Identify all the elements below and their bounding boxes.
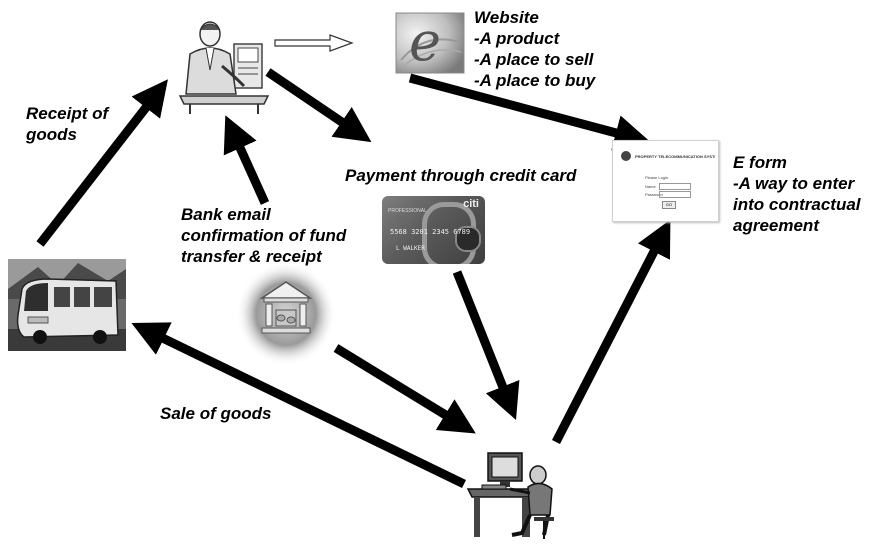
bank-email-line-1: Bank email bbox=[181, 205, 271, 224]
website-logo-letter: e bbox=[409, 10, 441, 73]
eform-heading: PROPERTY TELECOMMUNICATION SYSTEMS (PTS) bbox=[635, 154, 715, 159]
arrow-to-website bbox=[274, 34, 354, 52]
sale-of-goods-text: Sale of goods bbox=[160, 404, 272, 423]
arrow-bank-to-computer bbox=[333, 344, 476, 434]
eform-logo-icon bbox=[621, 151, 631, 161]
eform-line-2: into contractual bbox=[733, 195, 861, 214]
bank-email-line-3: transfer & receipt bbox=[181, 247, 322, 266]
eform-line-1: -A way to enter bbox=[733, 174, 855, 193]
businessman-clipart bbox=[172, 16, 272, 116]
card-number: 5568 3201 2345 6789 bbox=[390, 228, 471, 236]
receipt-line-1: Receipt of bbox=[26, 104, 109, 123]
website-logo-icon: e bbox=[395, 10, 465, 74]
bank-email-label: Bank email confirmation of fund transfer… bbox=[181, 204, 346, 267]
arrow-bank-email bbox=[223, 115, 270, 205]
eform-login-label: Please Login bbox=[645, 175, 669, 180]
arrow-computer-to-eform bbox=[551, 219, 671, 445]
card-tier: PROFESSIONAL bbox=[388, 208, 427, 214]
delivery-bus-photo bbox=[8, 259, 126, 351]
bank-email-line-2: confirmation of fund bbox=[181, 226, 347, 245]
website-line-1: -A product bbox=[474, 29, 560, 48]
receipt-line-2: goods bbox=[26, 125, 77, 144]
eform-line-3: agreement bbox=[733, 216, 819, 235]
payment-text: Payment through credit card bbox=[345, 166, 577, 185]
eform-password-label: Password bbox=[645, 192, 663, 197]
website-label: Website -A product -A place to sell -A p… bbox=[474, 7, 595, 91]
eform-go-button[interactable]: GO bbox=[662, 201, 676, 209]
arrow-receipt-of-goods bbox=[36, 79, 168, 247]
bank-icon bbox=[236, 262, 336, 367]
receipt-of-goods-label: Receipt of goods bbox=[26, 103, 108, 145]
website-line-2: -A place to sell bbox=[474, 50, 594, 69]
arrow-to-payment bbox=[265, 68, 372, 143]
arrow-card-to-computer bbox=[452, 270, 520, 421]
card-brand: citi bbox=[463, 198, 479, 210]
eform-name-field[interactable] bbox=[659, 183, 691, 190]
eform-window: PROPERTY TELECOMMUNICATION SYSTEMS (PTS)… bbox=[612, 140, 719, 222]
card-name: L WALKER bbox=[396, 245, 425, 252]
website-title: Website bbox=[474, 8, 539, 27]
eform-title: E form bbox=[733, 153, 787, 172]
eform-password-field[interactable] bbox=[659, 191, 691, 198]
eform-name-label: Name bbox=[645, 184, 656, 189]
payment-label: Payment through credit card bbox=[345, 165, 576, 186]
sale-of-goods-label: Sale of goods bbox=[160, 403, 271, 424]
arrow-website-to-eform bbox=[408, 73, 651, 151]
arrow-sale-of-goods bbox=[131, 322, 466, 489]
eform-label: E form -A way to enter into contractual … bbox=[733, 152, 861, 236]
website-line-3: -A place to buy bbox=[474, 71, 596, 90]
credit-card-image: citi PROFESSIONAL 5568 3201 2345 6789 L … bbox=[382, 196, 485, 264]
person-at-computer-clipart bbox=[466, 445, 556, 541]
